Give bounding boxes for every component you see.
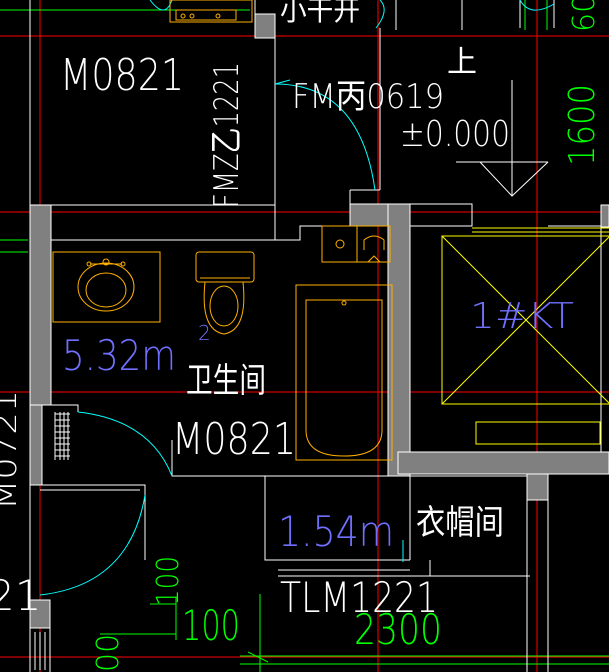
bathtub-icon bbox=[295, 284, 393, 461]
dim-bottom-left: 100 bbox=[182, 601, 240, 650]
text-labels: M0821 小干开 FM丙0619 上 ±0.000 FMZ乙1221 1#KT… bbox=[0, 0, 574, 622]
label-elevation: ±0.000 bbox=[400, 114, 510, 155]
door-swings bbox=[39, 0, 555, 596]
label-fire-door-vertical: FMZ乙1221 bbox=[207, 62, 247, 208]
stair-arrow-icon bbox=[456, 80, 549, 197]
label-closet-room: 衣帽间 bbox=[416, 503, 504, 543]
label-sliding-door: TLM1221 bbox=[280, 573, 438, 622]
wall-right-edge bbox=[600, 204, 609, 228]
door-swing-fire-upper bbox=[274, 83, 376, 191]
label-closet-area: 1.54m bbox=[278, 507, 394, 556]
label-vent-partial: 小干开 bbox=[280, 0, 360, 27]
dim-right-vertical: 1600 bbox=[562, 84, 603, 166]
wall-left-upper bbox=[29, 204, 52, 406]
label-fire-door-b: FM丙0619 bbox=[292, 77, 444, 117]
radiator-icon bbox=[54, 412, 70, 460]
label-shaft-id: 1#KT bbox=[470, 296, 574, 337]
wall-right-bottom bbox=[397, 451, 609, 475]
radiator-lower-icon bbox=[34, 632, 46, 670]
door-swing-lower bbox=[39, 494, 146, 596]
wall-right-vertical bbox=[387, 203, 411, 477]
label-door-top-left: M0821 bbox=[60, 50, 184, 101]
shaft bbox=[441, 227, 609, 445]
label-left-partial-a: M0721 bbox=[0, 390, 24, 510]
door-swing-bathroom bbox=[77, 411, 173, 477]
walls bbox=[29, 13, 609, 629]
wall-left-lower bbox=[29, 404, 43, 486]
wall-column-bottom-right bbox=[526, 473, 549, 501]
dim-bottom-partial: 00 bbox=[91, 634, 126, 672]
toilet-icon bbox=[195, 251, 255, 335]
wall-top-column bbox=[254, 13, 276, 39]
washbasin-icon bbox=[52, 251, 161, 323]
dim-left-vertical: 100 bbox=[151, 556, 186, 606]
label-bath-area: 5.32m bbox=[62, 331, 176, 380]
dimension-texts: 60 1600 100 100 2300 00 bbox=[91, 0, 603, 672]
label-bath-area-sup: 2 bbox=[198, 321, 211, 345]
label-left-partial-b: 21 bbox=[0, 571, 41, 620]
label-bath-room: 卫生间 bbox=[186, 361, 266, 401]
dim-right-top-partial: 60 bbox=[567, 0, 602, 32]
top-appliance-icon bbox=[169, 0, 253, 23]
floor-drain-icon bbox=[321, 225, 391, 263]
label-stair-up: 上 bbox=[447, 45, 477, 80]
label-bath-door: M0821 bbox=[172, 414, 296, 465]
fixtures bbox=[52, 0, 393, 461]
dim-bottom-center: 2300 bbox=[354, 605, 442, 654]
